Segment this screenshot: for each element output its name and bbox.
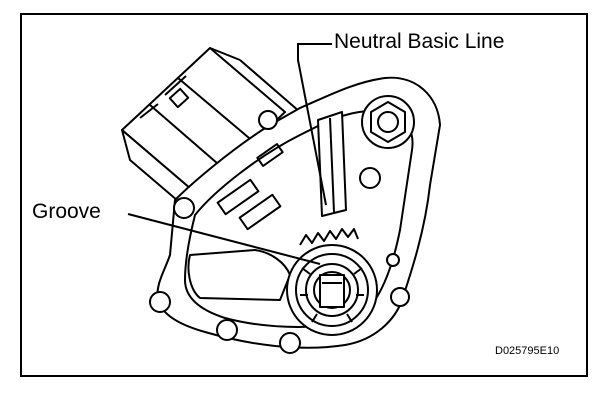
bolt-holes bbox=[149, 110, 410, 354]
neutral-basic-line-slot bbox=[317, 111, 347, 217]
neutral-basic-line-label: Neutral Basic Line bbox=[334, 30, 505, 53]
hex-bolt bbox=[361, 95, 415, 149]
figure-code-label: D025795E10 bbox=[495, 345, 560, 357]
groove-label: Groove bbox=[32, 200, 101, 223]
neutral-basic-line-leader bbox=[297, 43, 332, 206]
groove-leader bbox=[127, 213, 321, 265]
leader-lines bbox=[127, 43, 332, 265]
manual-valve-shaft bbox=[286, 228, 378, 336]
